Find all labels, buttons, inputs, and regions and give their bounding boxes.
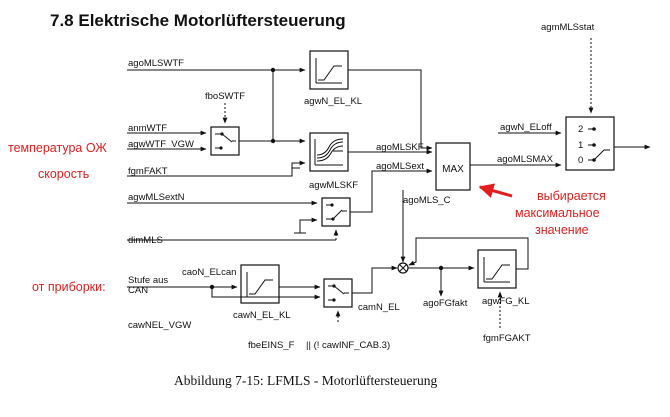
signal-anmWTF: anmWTF	[128, 123, 167, 134]
annotation-max-line-1: выбирается	[537, 189, 606, 203]
signal-stufe-aus: Stufe aus	[128, 275, 168, 286]
signal-agoMLSWTF: agoMLSWTF	[128, 58, 184, 69]
map-block-agwMLSKF	[309, 132, 349, 172]
annotation-max-line-2: максимальное	[515, 206, 600, 220]
switch-pos-2: 2	[578, 124, 583, 135]
signal-can: CAN	[128, 285, 148, 296]
signal-agwMLSextN: agwMLSextN	[128, 192, 185, 203]
switch-pos-1: 1	[578, 140, 583, 151]
multiplier-node	[397, 262, 409, 274]
signal-fboSWTF: fboSWTF	[205, 91, 245, 102]
signal-agoMLSKF: agoMLSKF	[376, 142, 424, 153]
annotation-coolant-temperature: температура ОЖ	[8, 141, 107, 155]
output-switch-block	[565, 116, 615, 171]
signal-agoFGfakt: agoFGfakt	[423, 298, 468, 309]
signal-cawINF: || (! cawINF_CAB.3)	[306, 340, 390, 351]
signal-agoMLSext: agoMLSext	[376, 161, 424, 172]
block-label-agwN-EL-KL: agwN_EL_KL	[304, 96, 362, 107]
annotation-max-line-3: значение	[535, 223, 589, 237]
signal-dimMLS: dimMLS	[128, 235, 163, 246]
signal-cawNEL-VGW: cawNEL_VGW	[128, 320, 191, 331]
characteristic-block-agwN-EL-KL	[309, 50, 349, 90]
signal-agoMLSMAX: agoMLSMAX	[497, 154, 554, 165]
switch-camN-EL	[323, 278, 353, 308]
signal-fbeEINS-F: fbeEINS_F	[248, 340, 295, 351]
annotation-from-panel: от приборки:	[32, 280, 106, 294]
signal-agmMLSstat: agmMLSstat	[541, 22, 595, 33]
figure-caption: Abbildung 7-15: LFMLS - Motorlüftersteue…	[174, 373, 437, 388]
block-label-cawN-EL-KL: cawN_EL_KL	[233, 310, 291, 321]
signal-fgmFAKT: fgmFAKT	[128, 166, 168, 177]
signal-agoMLS-C: agoMLS_C	[403, 195, 451, 206]
signal-camN-EL: camN_EL	[358, 302, 400, 313]
switch-fboSWTF	[210, 126, 240, 156]
switch-pos-0: 0	[578, 155, 583, 166]
block-label-agwMLSKF: agwMLSKF	[309, 180, 358, 191]
max-block	[435, 142, 471, 191]
max-block-label: MAX	[442, 164, 464, 175]
signal-agwWTF-VGW: agwWTF_VGW	[128, 139, 194, 150]
switch-agwMLSextN	[321, 197, 351, 227]
red-arrow-to-max	[478, 183, 513, 198]
page-title: 7.8 Elektrische Motorlüftersteuerung	[50, 11, 346, 30]
signal-agwN-ELoff: agwN_ELoff	[500, 122, 552, 133]
signal-caoN-ELcan: caoN_ELcan	[182, 267, 236, 278]
characteristic-block-agwFG-KL	[477, 249, 517, 289]
block-label-agwFG-KL: agwFG_KL	[482, 296, 530, 307]
annotation-speed: скорость	[38, 167, 89, 181]
signal-fgmFGAKT: fgmFGAKT	[483, 333, 531, 344]
